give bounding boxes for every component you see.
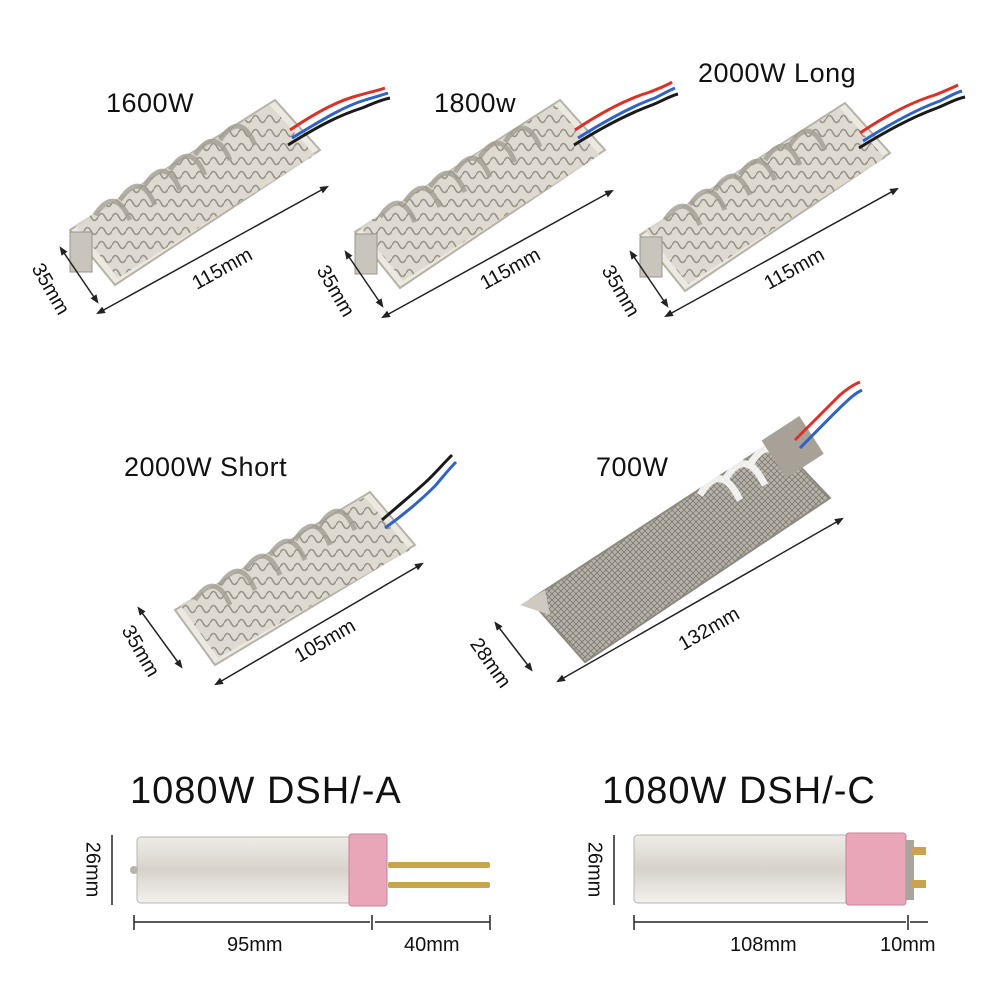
cartridge-heater-dsh-a [130,833,490,907]
body-length-dimension-dsh-c: 108mm [730,934,797,956]
diameter-dimension-dsh-c: 26mm [583,841,606,898]
dimension-lines-2000w-long [629,187,899,318]
product-label-1800w: 1800w [434,88,517,118]
cartridge-heater-dsh-c [633,832,926,906]
dimension-lines-dsh-c [613,835,928,930]
product-label-dsh-a: 1080W DSH/-A [130,770,402,812]
pin-length-dimension-dsh-c: 10mm [880,934,936,956]
dimension-lines-1800w [344,189,614,319]
body-length-dimension-dsh-a: 95mm [227,934,283,956]
product-label-1600w: 1600W [106,88,195,118]
dimension-lines-dsh-a [111,835,491,930]
product-label-dsh-c: 1080W DSH/-C [602,770,876,812]
pin-length-dimension-dsh-a: 40mm [404,934,460,956]
product-label-2000w-short: 2000W Short [124,452,288,482]
heating-element-700w [520,380,863,664]
dimension-lines-700w [494,517,844,683]
product-label-2000w-long: 2000W Long [698,58,857,88]
diameter-dimension-dsh-a: 26mm [81,841,104,898]
dimension-lines-1600w [59,185,329,315]
product-label-700w: 700W [596,452,669,482]
dimension-lines-2000w-short [137,562,424,686]
